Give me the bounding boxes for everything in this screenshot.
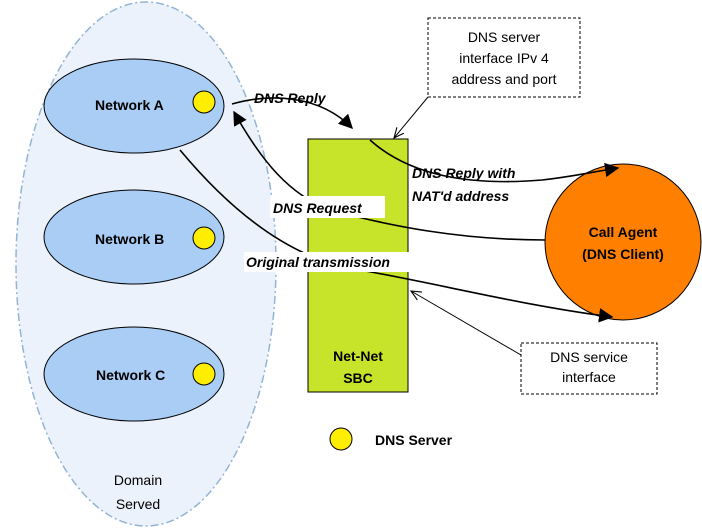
dns-reply-arrow <box>231 97 354 130</box>
network-c-label: Network C <box>96 367 165 383</box>
dns-request-label-bg <box>270 196 385 218</box>
callout-service-line1: DNS service <box>550 349 628 365</box>
domain-served-label-line1: Domain <box>114 472 162 488</box>
dns-server-dot-c <box>192 362 216 386</box>
dns-server-dot-b <box>192 226 216 250</box>
callout-dns-server-interface: DNS server interface IPv 4 address and p… <box>394 17 581 138</box>
network-a-label: Network A <box>95 97 164 113</box>
original-transmission-label: Original transmission <box>246 254 390 270</box>
original-transmission-label-bg <box>244 252 419 272</box>
network-a: Network A <box>43 58 225 154</box>
legend: DNS Server <box>329 427 453 451</box>
callout-server-line2: interface IPv 4 <box>459 50 549 66</box>
dns-reply-label: DNS Reply <box>254 90 327 106</box>
dns-server-dot-a <box>192 90 216 114</box>
callout-service-line2: interface <box>562 369 616 385</box>
network-b-label: Network B <box>95 231 164 247</box>
callout-server-line3: address and port <box>451 71 556 87</box>
dns-request-label: DNS Request <box>273 200 363 216</box>
legend-dns-server-icon <box>329 427 353 451</box>
dns-reply-nat-label-line1: DNS Reply with <box>412 165 515 181</box>
call-agent-label-line2: (DNS Client) <box>582 246 664 262</box>
call-agent: Call Agent (DNS Client) <box>544 163 702 321</box>
dns-reply-nat-arrow <box>369 139 620 183</box>
sbc-label-line2: SBC <box>343 370 373 386</box>
dns-reply-nat-label-line2: NAT'd address <box>412 188 509 204</box>
network-c: Network C <box>43 326 225 422</box>
network-b: Network B <box>43 189 225 285</box>
callout-dns-service-interface: DNS service interface <box>411 291 658 395</box>
legend-dns-server-label: DNS Server <box>375 432 453 448</box>
callout-server-line1: DNS server <box>468 29 541 45</box>
sbc-label-line1: Net-Net <box>333 348 383 364</box>
domain-served-label-line2: Served <box>116 496 160 512</box>
call-agent-label-line1: Call Agent <box>589 224 658 240</box>
